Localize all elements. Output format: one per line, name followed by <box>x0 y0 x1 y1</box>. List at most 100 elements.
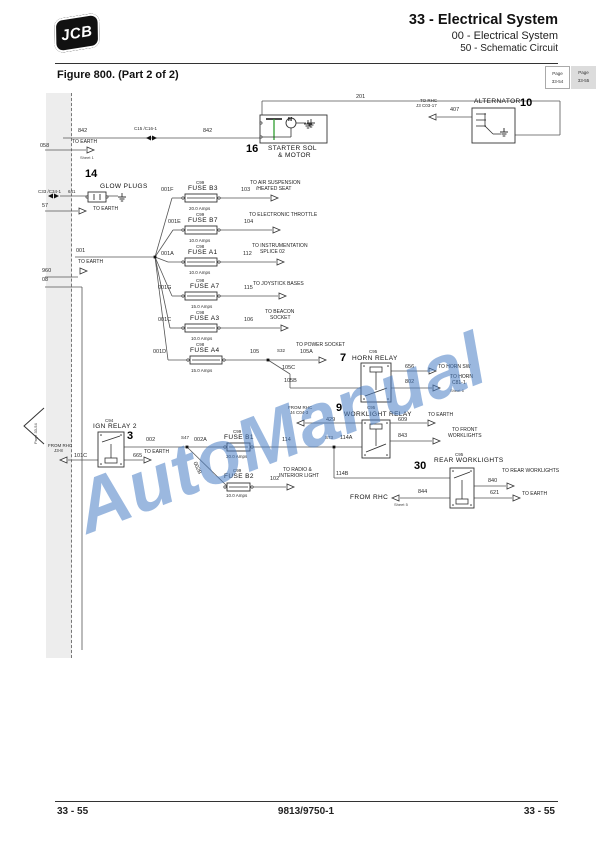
dashed-border <box>71 93 72 658</box>
fuse-a4-dest: TO POWER SOCKET <box>296 342 346 348</box>
from-rhc-j4-1: FROM RHC <box>288 405 313 410</box>
footer-page-left: 33 - 55 <box>57 806 89 817</box>
wire <box>154 256 169 263</box>
wire <box>186 446 229 488</box>
page-ref-33-55: Page 33-55 <box>571 66 596 89</box>
splice-dot <box>266 358 270 362</box>
wire-201: 201 <box>356 94 366 100</box>
rear-worklights-box-terminal <box>452 504 454 506</box>
from-arrow-icon <box>427 113 437 121</box>
wire-641: 641 <box>68 189 76 194</box>
ign-relay-number: 3 <box>127 430 134 442</box>
to-rhc-alt-1: TO RHC <box>420 98 438 103</box>
wire-114a: 114A <box>340 435 353 441</box>
horn-dest-1: TO HORN <box>450 374 473 380</box>
fuse-terminal <box>181 294 185 298</box>
ign-relay-box-switch <box>101 435 121 443</box>
fuse-terminal <box>250 485 254 489</box>
footer-rule <box>55 801 558 802</box>
wire-840: 840 <box>488 478 498 484</box>
wire-106: 106 <box>244 317 254 323</box>
to-arrow-icon <box>506 482 516 490</box>
glow-terminal <box>105 195 109 199</box>
wire-105: 105 <box>250 349 260 355</box>
scan-margin-band <box>46 93 72 658</box>
wire-001f: 001F <box>161 187 174 193</box>
starter-box <box>259 114 328 144</box>
splice-s32: S32 <box>277 348 286 353</box>
wire-621: 621 <box>490 490 500 496</box>
wire-112: 112 <box>243 251 252 257</box>
fuse-a1-amps: 10.0 Amps <box>189 270 211 275</box>
from-arrow-icon <box>390 494 400 502</box>
connector-icon <box>48 193 59 199</box>
worklight-relay-box-terminal <box>386 422 388 424</box>
wire-058: 058 <box>40 143 50 149</box>
wire-103: 103 <box>241 187 251 193</box>
worklight-relay-name: WORKLIGHT RELAY <box>344 411 412 418</box>
wire <box>267 359 291 375</box>
alt-link <box>484 125 494 135</box>
fuse-a1-dest-1: TO INSTRUMENTATION <box>252 243 308 249</box>
splice-s73: S73 <box>325 435 334 440</box>
fuse-terminal <box>181 196 185 200</box>
to-arrow-icon <box>276 258 286 266</box>
fuse-b3-connector: C99 <box>196 180 205 185</box>
rear-worklights-box-coil <box>455 498 469 505</box>
worklight-relay-box-switch <box>365 443 387 453</box>
fuse-terminal <box>223 445 227 449</box>
fuse-b3-amps: 20.0 Amps <box>189 206 211 211</box>
wire-001a: 001A <box>161 251 174 257</box>
wire-001d: 001D <box>153 349 167 355</box>
fuse-terminal <box>186 358 190 362</box>
fuse-terminal <box>217 260 221 264</box>
wire-844: 844 <box>418 489 428 495</box>
fuse-a7-dest: TO JOYSTICK BASES <box>253 281 304 287</box>
wire-001: 001 <box>76 248 86 254</box>
wire-102: 102 <box>270 476 280 482</box>
fuse-terminal <box>217 228 221 232</box>
page-title: 33 - Electrical System <box>408 12 558 28</box>
ign-relay-connector: C94 <box>105 418 114 423</box>
fuse-b2-amps: 10.0 Amps <box>226 493 248 498</box>
ign-relay-box-terminal <box>100 434 102 436</box>
wire-002: 002 <box>146 437 156 443</box>
wire <box>154 256 171 329</box>
figure-title: Figure 800. (Part 2 of 2) <box>57 69 179 81</box>
to-earth-1: TO EARTH <box>72 139 98 145</box>
fuse-a4-connector: C98 <box>196 342 205 347</box>
fuse-a7-connector: C98 <box>196 278 205 283</box>
starter-caption-2: & MOTOR <box>278 152 312 159</box>
alternator-number: 10 <box>520 97 533 109</box>
horn-relay-connector: C95 <box>369 349 378 354</box>
wire-001e: 001E <box>168 219 181 225</box>
fuse-a4-name: FUSE A4 <box>190 347 220 354</box>
fuse-a3-name: FUSE A3 <box>190 315 220 322</box>
worklight-relay-box-terminal <box>364 454 366 456</box>
sheet-1: Sheet 1 <box>80 155 94 160</box>
to-arrow-icon <box>512 494 522 502</box>
alternator-box <box>471 107 516 144</box>
fuse-terminal <box>217 196 221 200</box>
fuse-terminal <box>250 445 254 449</box>
wire-656: 656 <box>405 364 415 370</box>
to-arrow-icon <box>428 367 438 375</box>
wire-114b: 114B <box>336 471 349 477</box>
starter-number: 16 <box>246 143 259 155</box>
fuse-b3-dest-2: /HEATED SEAT <box>256 186 292 192</box>
to-arrow-icon <box>143 456 153 464</box>
fuse-b2-connector: C99 <box>233 468 242 473</box>
rear-worklights-number: 30 <box>414 460 427 472</box>
rear-worklights-box-terminal <box>470 504 472 506</box>
worklight-relay-connector: C95 <box>367 405 376 410</box>
to-arrow-icon <box>270 194 280 202</box>
fuse-terminal <box>223 485 227 489</box>
wire <box>154 197 173 258</box>
fuse-b7-name: FUSE B7 <box>188 217 218 224</box>
rear-worklights-box-switch <box>453 471 471 479</box>
alternator-caption: ALTERNATOR <box>474 98 521 105</box>
rear-worklights-box-terminal <box>470 470 472 472</box>
starter-caption-1: STARTER SOL <box>268 145 317 152</box>
